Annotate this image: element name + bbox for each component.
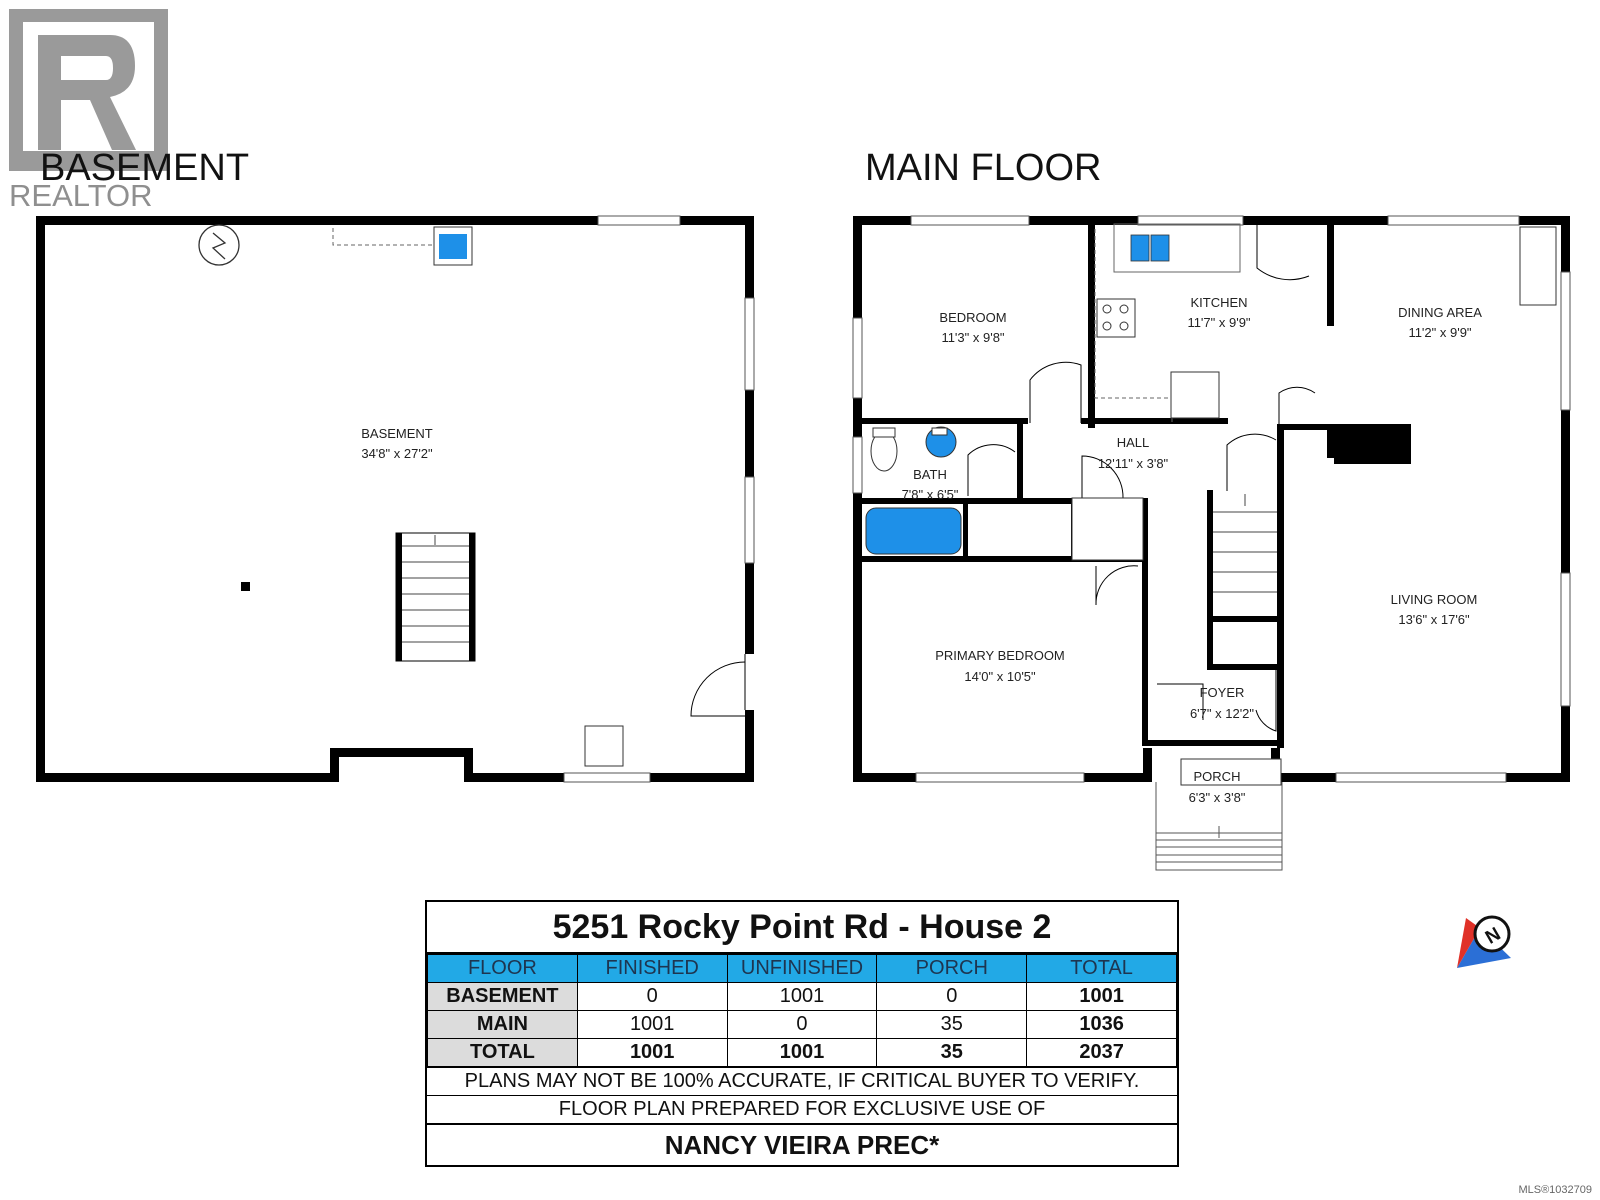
basement-title: BASEMENT	[40, 147, 249, 189]
disclaimer-text: PLANS MAY NOT BE 100% ACCURATE, IF CRITI…	[427, 1067, 1177, 1095]
col-unfinished: UNFINISHED	[726, 954, 878, 983]
room-kitchen-dims: 11'7" x 9'9"	[1187, 315, 1250, 330]
room-bath-name: BATH	[913, 467, 947, 482]
col-total: TOTAL	[1026, 954, 1177, 983]
room-kitchen-name: KITCHEN	[1190, 295, 1247, 310]
porch-steps	[1155, 782, 1283, 871]
basement-stairs	[395, 532, 476, 662]
room-bedroom-name: BEDROOM	[939, 310, 1006, 325]
row-label: TOTAL	[427, 1038, 578, 1067]
room-porch-name: PORCH	[1194, 769, 1241, 784]
cell-finished: 1001	[576, 1038, 728, 1067]
room-hall-name: HALL	[1117, 435, 1150, 450]
agent-name: NANCY VIEIRA PREC*	[427, 1123, 1177, 1165]
cell-finished: 1001	[576, 1010, 728, 1039]
compass-icon: N	[1457, 915, 1511, 968]
basement-water-heater	[198, 224, 240, 266]
table-row: BASEMENT 0 1001 0 1001	[427, 982, 1177, 1011]
room-dining-area-dims: 11'2" x 9'9"	[1408, 325, 1471, 340]
row-label: MAIN	[427, 1010, 578, 1039]
cell-total: 1001	[1026, 982, 1177, 1011]
col-porch: PORCH	[876, 954, 1028, 983]
room-bedroom-dims: 11'3" x 9'8"	[941, 330, 1004, 345]
room-primary-bedroom-name: PRIMARY BEDROOM	[935, 648, 1065, 663]
main-fixtures	[865, 223, 1557, 786]
room-primary-bedroom-dims: 14'0" x 10'5"	[964, 669, 1036, 684]
table-row: TOTAL 1001 1001 35 2037	[427, 1038, 1177, 1067]
area-summary-table: 5251 Rocky Point Rd - House 2 FLOOR FINI…	[425, 900, 1179, 1167]
cell-finished: 0	[576, 982, 728, 1011]
room-porch-dims: 6'3" x 3'8"	[1189, 790, 1246, 805]
basement-sink	[433, 226, 473, 266]
table-header-row: FLOOR FINISHED UNFINISHED PORCH TOTAL	[427, 954, 1177, 983]
cell-unfinished: 1001	[726, 982, 878, 1011]
row-label: BASEMENT	[427, 982, 578, 1011]
main-floor-title: MAIN FLOOR	[865, 147, 1101, 189]
col-floor: FLOOR	[427, 954, 578, 983]
table-row: MAIN 1001 0 35 1036	[427, 1010, 1177, 1039]
cell-porch: 35	[876, 1038, 1028, 1067]
room-basement-dims: 34'8" x 27'2"	[361, 446, 433, 461]
cell-total: 1036	[1026, 1010, 1177, 1039]
room-foyer-name: FOYER	[1200, 685, 1245, 700]
room-dining-area-name: DINING AREA	[1398, 305, 1482, 320]
property-title: 5251 Rocky Point Rd - House 2	[427, 902, 1177, 954]
room-basement-name: BASEMENT	[361, 426, 433, 441]
basement-plan	[36, 216, 754, 782]
room-foyer-dims: 6'7" x 12'2"	[1190, 706, 1254, 721]
cell-total: 2037	[1026, 1038, 1177, 1067]
cell-porch: 0	[876, 982, 1028, 1011]
room-living-room-dims: 13'6" x 17'6"	[1398, 612, 1470, 627]
realtor-logo: REALTOR	[9, 9, 168, 213]
col-finished: FINISHED	[576, 954, 728, 983]
room-hall-dims: 12'11" x 3'8"	[1098, 456, 1169, 471]
room-bath-dims: 7'8" x 6'5"	[902, 487, 959, 502]
cell-porch: 35	[876, 1010, 1028, 1039]
realtor-logo-text: REALTOR	[9, 178, 153, 213]
room-living-room-name: LIVING ROOM	[1391, 592, 1478, 607]
prepared-for-text: FLOOR PLAN PREPARED FOR EXCLUSIVE USE OF	[427, 1095, 1177, 1123]
main-stairs	[1213, 494, 1277, 593]
mls-number: MLS®1032709	[1518, 1184, 1592, 1196]
cell-unfinished: 1001	[726, 1038, 878, 1067]
cell-unfinished: 0	[726, 1010, 878, 1039]
